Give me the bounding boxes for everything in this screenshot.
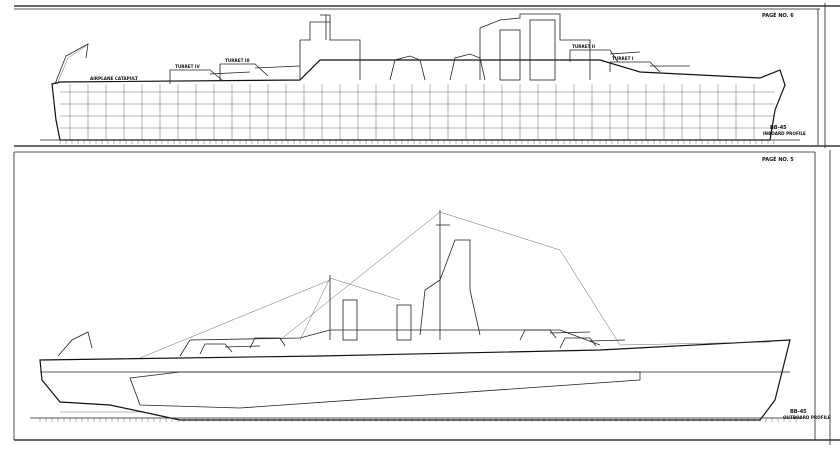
inboard-profile-panel: PAGE NO. 6 AIRPLANE CATAPULT TURRET IV T… — [14, 3, 840, 148]
hull-number-label: BB-45 — [790, 409, 807, 415]
drawing-title: INBOARD PROFILE — [763, 131, 806, 136]
turret-3-label: TURRET III — [225, 58, 250, 63]
outboard-profile-panel: PAGE NO. 5 BB-45 OUTBOARD PROFILE — [13, 150, 840, 445]
turret-4-label: TURRET IV — [175, 64, 200, 69]
drawing-title: OUTBOARD PROFILE — [783, 415, 831, 420]
hull-number-label: BB-45 — [770, 125, 787, 131]
hull-outboard-outline — [39, 339, 791, 421]
page-number-label: PAGE NO. 5 — [762, 157, 794, 163]
crane-drawing — [54, 43, 89, 85]
catapult-label: AIRPLANE CATAPULT — [90, 76, 138, 81]
crane-drawing — [57, 331, 93, 357]
turret-1-label: TURRET I — [612, 56, 634, 61]
turret-2-label: TURRET II — [572, 44, 595, 49]
page-number-label: PAGE NO. 6 — [762, 13, 794, 19]
